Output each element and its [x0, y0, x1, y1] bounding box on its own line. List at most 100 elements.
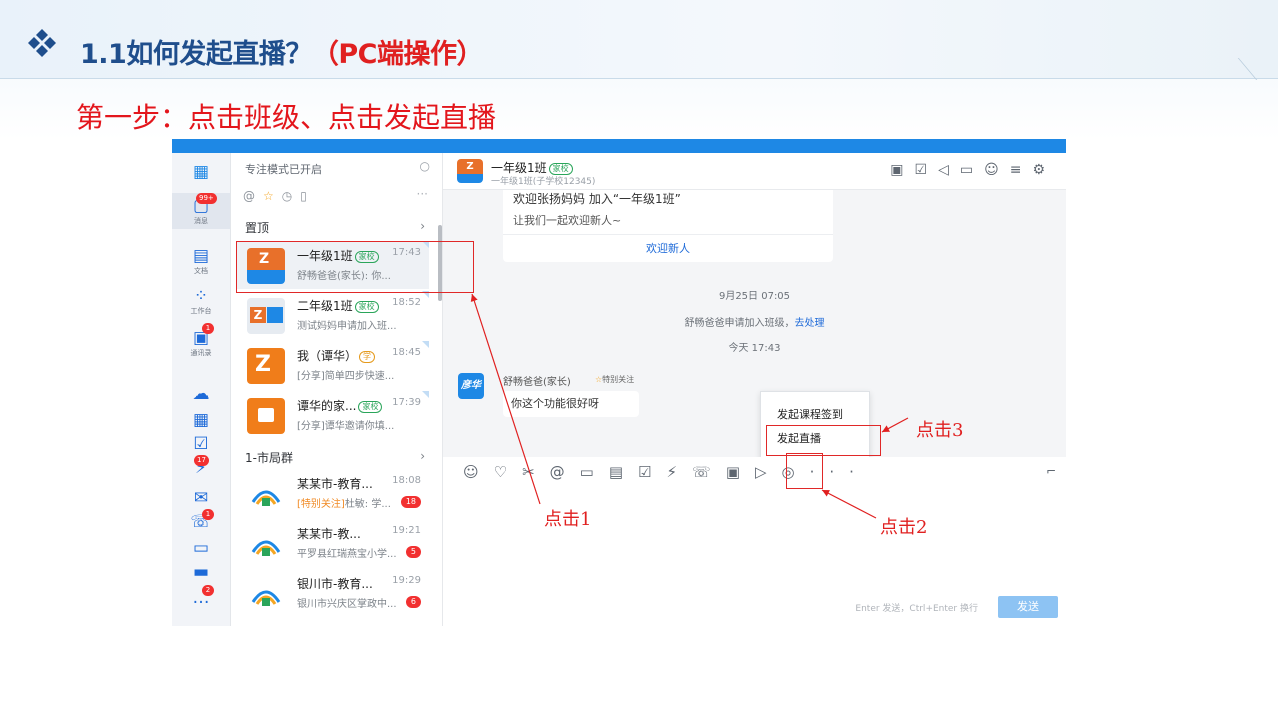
unread-count-badge: 18	[400, 496, 421, 508]
scrollbar-thumb[interactable]	[438, 225, 442, 301]
conversation-item[interactable]: 某某市-教育... 18:08 [特别关注]杜敏: 学... 18	[237, 469, 429, 517]
more-apps-icon[interactable]: … 2	[172, 585, 230, 607]
more-tools-icon[interactable]: ···	[809, 463, 869, 481]
add-member-icon[interactable]: ☺	[984, 162, 1010, 178]
annotation-click-1: 点击1	[544, 509, 592, 530]
nav-docs-label: 文档	[194, 267, 208, 275]
conversation-preview: 舒畅爸爸(家长): 你...	[297, 271, 391, 282]
notice-icon[interactable]: ▤	[608, 463, 639, 481]
call-icon[interactable]: ☏	[692, 463, 726, 481]
nav-contacts[interactable]: ▣ 通讯录 1	[172, 323, 230, 358]
conversation-item[interactable]: Z 我（谭华）学 18:45 [分享]简单四步快速...	[237, 341, 429, 389]
bookmark-filter-icon[interactable]: ▯	[300, 189, 315, 203]
chat-title: 一年级1班家校	[491, 159, 573, 176]
pinned-corner-mark	[422, 241, 429, 248]
conversation-item[interactable]: 谭华的家...家校 17:39 [分享]谭华邀请你填...	[237, 391, 429, 439]
pinned-corner-mark	[422, 341, 429, 348]
sender-name: 舒畅爸爸(家长)	[503, 377, 571, 388]
clock-filter-icon[interactable]: ◷	[281, 189, 301, 203]
welcome-message: 让我们一起欢迎新人~	[513, 214, 622, 227]
refresh-icon[interactable]: ○	[419, 159, 430, 173]
nav-docs[interactable]: ▤ 文档	[172, 247, 230, 276]
left-nav: ▦ ▢ 消息 99+ ▤ 文档 ⁘ 工作台 ▣ 通讯录 1 ☁ ▦ ☑ ⚡ 17…	[172, 153, 231, 626]
timestamp: 9月25日 07:05	[718, 291, 791, 302]
conversation-name: 某某市-教...	[297, 527, 361, 541]
message-input[interactable]: Enter 发送，Ctrl+Enter 换行 发送	[443, 487, 1066, 626]
pinned-header[interactable]: 置顶 ›	[245, 219, 425, 236]
filter-row: @☆◷▯	[243, 189, 315, 203]
welcome-newcomer-button[interactable]: 欢迎新人	[503, 234, 833, 263]
expand-icon[interactable]: ⌐	[1045, 464, 1056, 478]
pinned-header-label: 置顶	[245, 221, 270, 235]
mention-icon[interactable]: @	[549, 463, 580, 481]
message-bubble[interactable]: 你这个功能很好呀	[503, 391, 639, 417]
join-request-note: 舒畅爸爸申请加入班级，去处理	[443, 314, 1066, 329]
calendar-icon[interactable]: ▦	[192, 410, 210, 430]
welcome-card: 欢迎张扬妈妈 加入“一年级1班” 让我们一起欢迎新人~ 欢迎新人	[503, 190, 833, 262]
join-request-text: 舒畅爸爸申请加入班级，	[684, 318, 795, 329]
more-options-icon[interactable]: ···	[416, 187, 428, 201]
send-hint: Enter 发送，Ctrl+Enter 换行	[855, 604, 978, 614]
folder-icon[interactable]: ▬	[192, 562, 210, 582]
group-header[interactable]: 1-市局群 ›	[245, 449, 425, 466]
menu-start-live[interactable]: 发起直播	[777, 432, 821, 445]
announcement-icon[interactable]: ◁	[938, 162, 960, 178]
conversation-time: 18:08	[392, 475, 421, 486]
thumbs-up-icon[interactable]: ♡	[493, 463, 523, 481]
lightning-icon[interactable]: ⚡	[666, 463, 693, 481]
nav-messages[interactable]: ▢ 消息 99+	[172, 193, 230, 229]
phone-icon[interactable]: ☏ 1	[172, 509, 230, 531]
conversation-item[interactable]: 银川市-教育... 19:29 银川市兴庆区掌政中... 6	[237, 569, 429, 617]
conversation-time: 19:29	[392, 575, 421, 586]
folder-add-icon[interactable]: ▭	[579, 463, 609, 481]
video-icon[interactable]: ▷	[755, 463, 782, 481]
sender-avatar[interactable]: 彦华	[458, 373, 484, 399]
highlight-live-icon	[786, 453, 823, 489]
checkbox-icon[interactable]: ☑	[193, 434, 209, 454]
highlight-class-item	[236, 241, 474, 293]
education-group-avatar	[247, 576, 285, 612]
task-check-icon[interactable]: ☑	[638, 463, 667, 481]
live-stream-icon[interactable]: ▣	[725, 463, 755, 481]
nav-workbench[interactable]: ⁘ 工作台	[172, 287, 230, 316]
conversation-time: 17:39	[392, 397, 421, 408]
search-history-icon[interactable]: ≡	[1009, 162, 1033, 178]
settings-gear-icon[interactable]: ⚙	[1032, 162, 1056, 178]
welcome-top-text: 欢迎张扬妈妈 加入“一年级1班”	[513, 192, 681, 206]
app-titlebar	[172, 139, 1066, 153]
conversation-item[interactable]: 某某市-教... 19:21 平罗县红瑞燕宝小学... 5	[237, 519, 429, 567]
arrow-to-class	[470, 293, 541, 505]
handle-request-link[interactable]: 去处理	[794, 318, 825, 329]
mention-filter-icon[interactable]: @	[243, 189, 263, 203]
unread-count-badge: 6	[405, 596, 421, 608]
arrow-to-start-live	[881, 417, 909, 433]
files-icon[interactable]: ▭	[959, 162, 985, 178]
focus-mode-text: 专注模式已开启	[245, 163, 322, 176]
live-replay-icon[interactable]: ▣	[890, 162, 915, 178]
toolbar-icons: ☺♡✂@▭▤☑⚡☏▣▷◎···	[463, 463, 869, 481]
star-icon: ☆	[595, 375, 603, 384]
cloud-icon[interactable]: ☁	[192, 384, 210, 404]
live-icon[interactable]: ▭	[192, 538, 210, 558]
conversation-preview: 测试妈妈申请加入班...	[297, 321, 397, 332]
education-group-avatar	[247, 526, 285, 562]
education-group-avatar	[247, 476, 285, 512]
emoji-icon[interactable]: ☺	[463, 463, 494, 481]
send-button[interactable]: 发送	[998, 596, 1058, 618]
group-header-label: 1-市局群	[245, 451, 293, 465]
menu-start-course-checkin[interactable]: 发起课程签到	[777, 408, 843, 421]
app-switcher-icon[interactable]: ▦	[192, 162, 210, 182]
nav-workbench-label: 工作台	[190, 307, 212, 315]
unread-count-badge: 5	[405, 546, 421, 558]
diamond-bullet-icon	[28, 29, 56, 57]
conversation-item[interactable]: Z 二年级1班家校 18:52 测试妈妈申请加入班...	[237, 291, 429, 339]
star-filter-icon[interactable]: ☆	[263, 189, 282, 203]
mail-icon[interactable]: ✉	[193, 488, 209, 508]
conversation-time: 17:43	[392, 247, 421, 258]
chat-class-avatar: Z	[457, 159, 483, 183]
school-icon[interactable]: ◎	[781, 463, 810, 481]
task-icon[interactable]: ☑	[914, 162, 939, 178]
chevron-right-icon: ›	[420, 219, 425, 233]
app-icon-1[interactable]: ⚡ 17	[194, 455, 209, 478]
conversation-item[interactable]: Z 一年级1班家校 17:43 舒畅爸爸(家长): 你...	[237, 241, 429, 289]
